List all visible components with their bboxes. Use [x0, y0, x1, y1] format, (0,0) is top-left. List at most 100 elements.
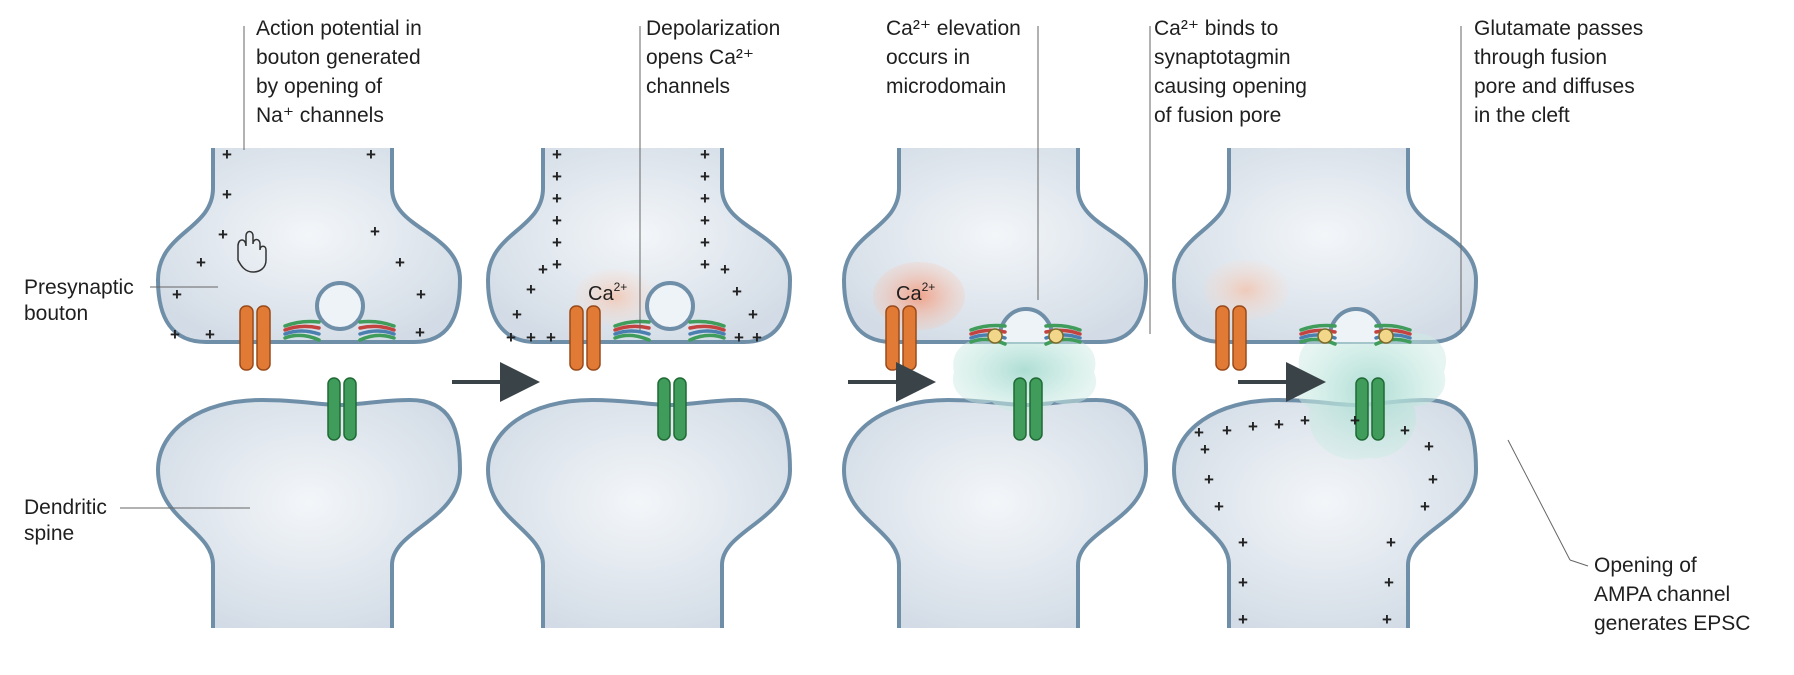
- snare-complex: [283, 319, 321, 328]
- plus-charge: +: [222, 185, 232, 204]
- ampa-channel: [1355, 377, 1369, 441]
- snare-complex: [688, 329, 726, 336]
- plus-charge: +: [1384, 573, 1394, 592]
- snare-complex: [613, 329, 651, 336]
- plus-charge: +: [196, 253, 206, 272]
- ampa-channel: [1013, 377, 1027, 441]
- plus-charge: +: [1386, 533, 1396, 552]
- plus-charge: +: [1400, 421, 1410, 440]
- plus-charge: +: [506, 328, 516, 347]
- snare-complex: [969, 328, 1007, 336]
- plus-charge: +: [370, 222, 380, 241]
- snare-complex: [358, 324, 396, 332]
- plus-charge: +: [732, 282, 742, 301]
- snare-complex: [358, 319, 396, 328]
- dendritic-spine: [841, 397, 1149, 628]
- ampa-channel: [327, 377, 341, 441]
- caption-line: pore and diffuses: [1474, 75, 1635, 98]
- plus-charge: +: [552, 211, 562, 230]
- plus-charge: +: [1382, 610, 1392, 629]
- calcium-cloud: [1204, 260, 1288, 320]
- synaptic-vesicle: [315, 281, 365, 331]
- panel-1: ++++++++++++: [155, 145, 463, 628]
- plus-charge: +: [1214, 497, 1224, 516]
- snare-complex: [688, 333, 726, 342]
- plus-charge: +: [526, 280, 536, 299]
- plus-charge: +: [1194, 423, 1204, 442]
- ampa-channel: [657, 377, 671, 441]
- plus-charge: +: [218, 225, 228, 244]
- plus-charge: +: [366, 145, 376, 164]
- snare-complex: [688, 324, 726, 332]
- plus-charge: +: [1200, 440, 1210, 459]
- plus-charge: +: [700, 255, 710, 274]
- plus-charge: +: [700, 211, 710, 230]
- plus-charge: +: [172, 285, 182, 304]
- calcium-channel: [885, 305, 900, 371]
- plus-charge: +: [700, 167, 710, 186]
- caption-line: occurs in: [886, 46, 970, 69]
- synaptotagmin: [987, 328, 1003, 344]
- plus-charge: +: [748, 305, 758, 324]
- synaptic-vesicle: [997, 307, 1055, 343]
- glutamate-cloud: [1295, 322, 1447, 460]
- presynaptic-bouton: [485, 148, 793, 344]
- calcium-channel: [569, 305, 584, 371]
- plus-charge: +: [415, 323, 425, 342]
- caption-line: synaptotagmin: [1154, 46, 1291, 69]
- plus-charge: +: [1274, 415, 1284, 434]
- plus-charge: +: [1300, 411, 1310, 430]
- plus-charge: +: [170, 325, 180, 344]
- dendritic-label: spine: [24, 522, 74, 545]
- plus-charge: +: [700, 189, 710, 208]
- ampa-channel: [1029, 377, 1043, 441]
- glutamate-cloud: [952, 328, 1097, 413]
- caption-line: Na⁺ channels: [256, 104, 384, 127]
- plus-charge: +: [552, 167, 562, 186]
- plus-charge: +: [752, 328, 762, 347]
- plus-charge: +: [1204, 470, 1214, 489]
- synaptic-vesicle: [645, 281, 695, 331]
- caption-line: by opening of: [256, 75, 382, 98]
- plus-charge: +: [222, 145, 232, 164]
- synaptotagmin: [1378, 328, 1394, 344]
- dendritic-spine: [155, 397, 463, 628]
- panel-2: +++++++++++++++++++++++: [485, 145, 793, 628]
- caption-line: Depolarization: [646, 17, 780, 40]
- plus-charge: +: [1424, 437, 1434, 456]
- plus-charge: +: [1428, 470, 1438, 489]
- plus-charge: +: [205, 325, 215, 344]
- snare-complex: [613, 333, 651, 342]
- ampa-channel: [1371, 377, 1385, 441]
- snare-complex: [1374, 328, 1412, 336]
- caption-line: Opening of: [1594, 554, 1697, 577]
- calcium-channel: [902, 305, 917, 371]
- snare-complex: [1374, 337, 1412, 346]
- snare-complex: [1374, 323, 1412, 332]
- caption-line: of fusion pore: [1154, 104, 1281, 127]
- plus-charge: +: [720, 260, 730, 279]
- snare-complex: [1299, 328, 1337, 336]
- snare-complex: [969, 323, 1007, 332]
- snare-complex: [1044, 328, 1082, 336]
- plus-charge: +: [552, 233, 562, 252]
- plus-charge: +: [1238, 610, 1248, 629]
- snare-complex: [283, 329, 321, 336]
- calcium-channel: [1232, 305, 1247, 371]
- panel-3: [841, 148, 1149, 628]
- calcium-label: Ca2+: [588, 280, 627, 305]
- plus-charge: +: [538, 260, 548, 279]
- calcium-channel: [256, 305, 271, 371]
- caption-line: microdomain: [886, 75, 1006, 98]
- hand-cursor-icon: [237, 230, 267, 273]
- snare-complex: [613, 324, 651, 332]
- plus-charge: +: [734, 328, 744, 347]
- plus-charge: +: [552, 189, 562, 208]
- snare-complex: [283, 333, 321, 342]
- caption-line: through fusion: [1474, 46, 1607, 69]
- snare-complex: [969, 337, 1007, 346]
- caption-line: opens Ca²⁺: [646, 46, 754, 69]
